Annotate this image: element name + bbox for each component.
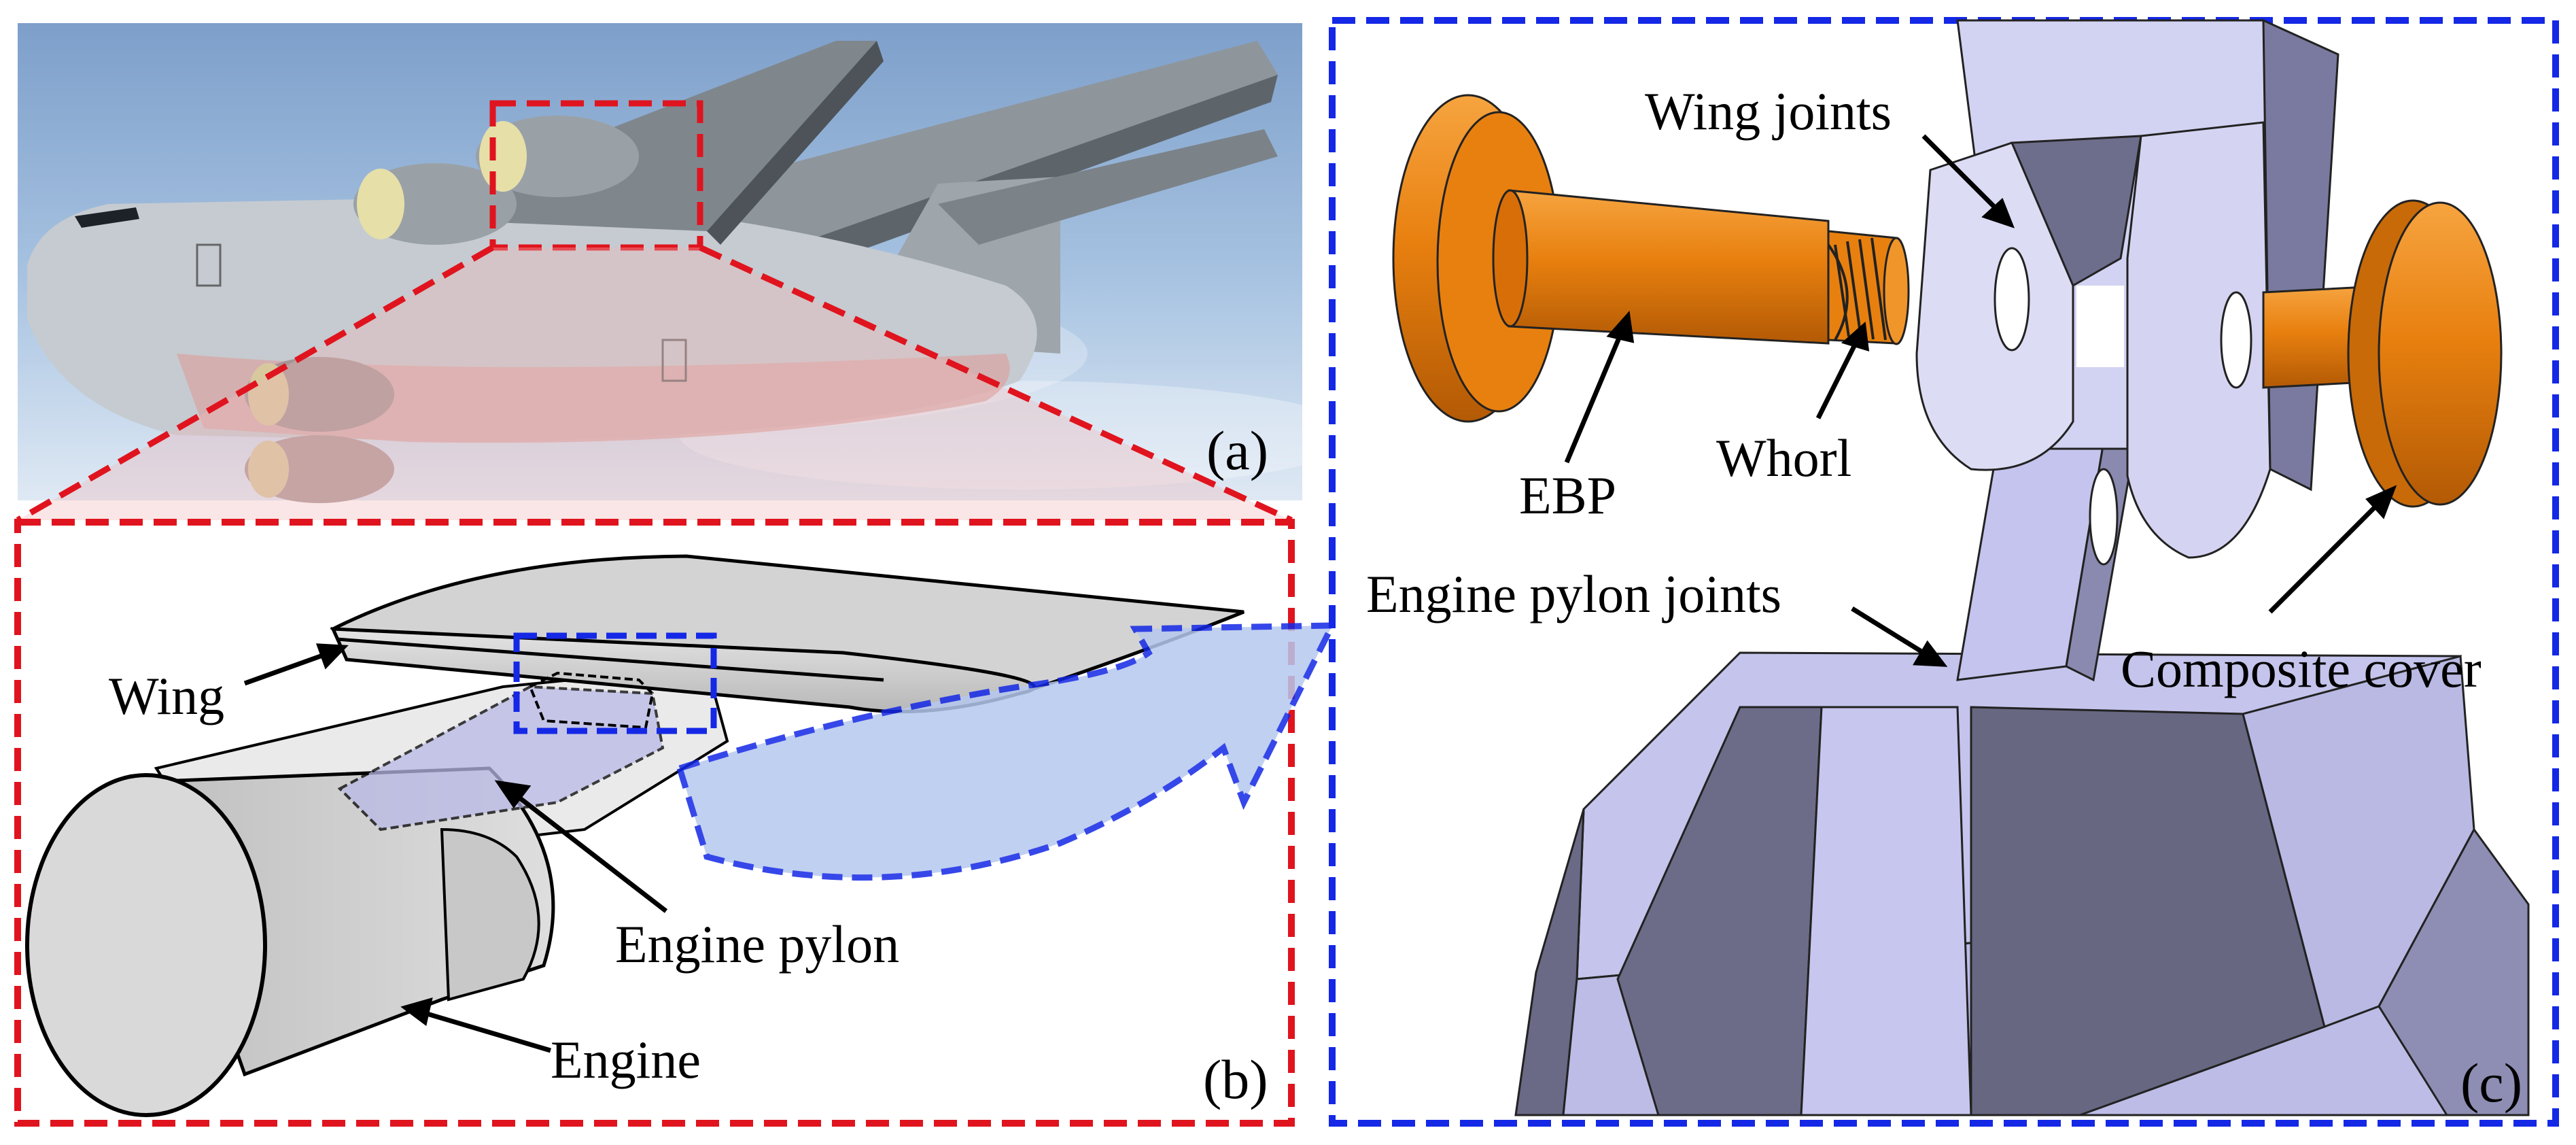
panel-tag-b: (b) xyxy=(1203,1048,1268,1110)
ebp-shank-root xyxy=(1492,189,1529,328)
wing-clevis-right-plate xyxy=(2126,121,2272,559)
zoom-line-right xyxy=(699,244,1293,524)
label-whorl: Whorl xyxy=(1716,428,1851,488)
whorl-end xyxy=(1883,237,1910,345)
engine-front-disc xyxy=(25,773,267,1117)
panel-c-frame xyxy=(1329,17,2559,1127)
zoom-tint xyxy=(18,247,1291,520)
ebp-shank xyxy=(1508,189,1830,345)
door xyxy=(196,243,222,287)
leader-composite-cover xyxy=(2268,485,2397,614)
label-engine-pylon: Engine pylon xyxy=(615,915,899,974)
engine-intake xyxy=(479,121,527,192)
wing-edge-line xyxy=(336,637,884,682)
panel-b-frame xyxy=(14,519,1295,1127)
zoom-arrow xyxy=(676,622,1338,881)
base-rib xyxy=(1800,706,1972,1116)
leader-wing xyxy=(243,643,349,686)
cover-disc-face xyxy=(2378,201,2503,506)
leader-whorl xyxy=(1815,321,1870,420)
whorl-threads xyxy=(1827,237,1887,341)
near-wing-flaps xyxy=(707,41,884,245)
label-wing-joints: Wing joints xyxy=(1645,82,1892,141)
panel-tag-a: (a) xyxy=(1206,420,1268,481)
engine-rear xyxy=(440,827,540,1002)
leader-wing-joints xyxy=(1921,134,2015,228)
leader-ebp xyxy=(1564,311,1635,464)
wing-clevis-hole xyxy=(2220,291,2252,389)
label-engine: Engine xyxy=(551,1030,701,1089)
leader-engine xyxy=(400,997,551,1053)
wing-clevis-right-side xyxy=(2262,18,2339,492)
label-composite-cover: Composite cover xyxy=(2121,639,2482,698)
highlight-box-blue xyxy=(513,632,717,734)
base-slot-right xyxy=(1970,706,2326,1116)
wing-clevis-hole xyxy=(1994,247,2030,352)
highlight-box-red xyxy=(489,100,703,251)
door xyxy=(661,339,687,382)
panel-b: Wing Engine pylon Engine (b) xyxy=(14,519,1338,1127)
pylon-joint-outline xyxy=(528,671,655,730)
panel-a: (a) xyxy=(18,23,1359,503)
label-engine-pylon-joints: Engine pylon joints xyxy=(1366,564,1781,623)
horizontal-tail xyxy=(938,129,1278,245)
panel-c: Wing joints EBP Whorl Engine pylon joint… xyxy=(1329,17,2559,1127)
engine-intake xyxy=(357,169,404,239)
engine-intake xyxy=(248,363,289,426)
base-bottom-block xyxy=(2378,827,2530,1116)
wing-clevis-slot xyxy=(2010,135,2142,288)
leader-engine-pylon-joints xyxy=(1851,606,1948,667)
label-wing: Wing xyxy=(109,666,224,725)
fuselage-lower xyxy=(177,354,1010,443)
leader-engine-pylon xyxy=(494,780,668,913)
label-ebp: EBP xyxy=(1519,466,1616,525)
engine-intake xyxy=(248,441,289,498)
cockpit-window xyxy=(75,207,139,228)
panel-tag-c: (c) xyxy=(2460,1052,2522,1114)
pylon-lug-hole xyxy=(2089,468,2119,566)
zoom-line-left xyxy=(16,245,495,523)
clevis-gap xyxy=(2076,286,2124,367)
